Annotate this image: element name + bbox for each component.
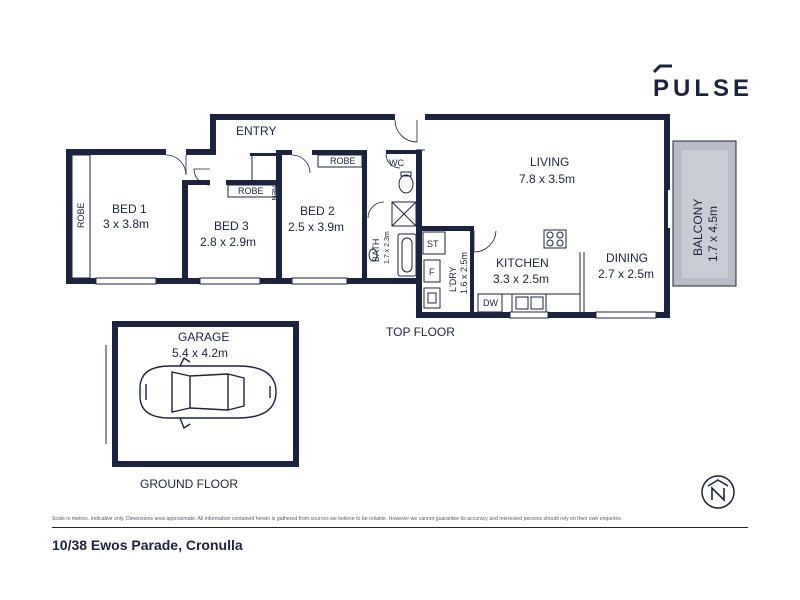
room-balcony-dims: 1.7 x 4.5m xyxy=(706,206,720,262)
fridge-label: F xyxy=(429,267,435,277)
room-bath-name: BATH xyxy=(371,239,381,262)
room-bed1-name: BED 1 xyxy=(112,202,147,216)
room-balcony-name: BALCONY xyxy=(691,199,705,256)
shower-icon xyxy=(391,201,417,227)
fixtures: ROBE ROBE ROBE LINEN WC ST F DW xyxy=(71,154,585,313)
logo-mark-icon xyxy=(652,64,672,74)
property-address: 10/38 Ewos Parade, Cronulla xyxy=(52,537,243,553)
room-living-name: LIVING xyxy=(530,155,569,169)
robe-bed2 xyxy=(317,154,363,168)
disclaimer-text: Scale in metres. Indicative only. Dimens… xyxy=(52,516,623,522)
garage: GARAGE 5.4 x 4.2m GROUND FLOOR xyxy=(105,321,299,491)
robe-label: ROBE xyxy=(330,156,356,166)
room-garage-dims: 5.4 x 4.2m xyxy=(172,346,228,360)
divider xyxy=(52,527,748,528)
room-laundry-dims: 1.6 x 2.5m xyxy=(459,252,469,294)
room-garage-name: GARAGE xyxy=(178,330,229,344)
pulse-logo: PULSE xyxy=(652,64,753,102)
room-living-dims: 7.8 x 3.5m xyxy=(519,172,575,186)
toilet-icon xyxy=(398,174,414,194)
top-floor-label: TOP FLOOR xyxy=(386,325,455,339)
robe-label: ROBE xyxy=(76,202,86,228)
car-icon xyxy=(139,356,277,430)
doors xyxy=(165,119,497,253)
room-laundry-name: L'DRY xyxy=(448,266,458,292)
windows xyxy=(89,155,657,319)
north-arrow-icon xyxy=(701,475,735,509)
robe-label: ROBE xyxy=(238,186,264,196)
room-labels: ENTRY BED 1 3 x 3.8m BED 3 2.8 x 2.9m BE… xyxy=(103,124,720,339)
robe-bed1 xyxy=(71,154,91,279)
room-bed2-name: BED 2 xyxy=(300,204,335,218)
bathtub-icon xyxy=(397,233,417,277)
balcony xyxy=(668,140,737,287)
cooktop-icon xyxy=(543,229,567,249)
linen-label: LINEN xyxy=(270,180,277,201)
room-bed2-dims: 2.5 x 3.9m xyxy=(288,220,344,234)
room-bath-dims: 1.7 x 2.3m xyxy=(384,231,391,264)
wc-label: WC xyxy=(389,158,404,168)
st-label: ST xyxy=(427,239,439,249)
logo-text: PULSE xyxy=(653,75,753,102)
room-kitchen-dims: 3.3 x 2.5m xyxy=(493,272,549,286)
basin-icon xyxy=(368,248,378,262)
room-dining-dims: 2.7 x 2.5m xyxy=(598,267,654,281)
laundry-tub-icon xyxy=(423,287,441,309)
room-bed3-dims: 2.8 x 2.9m xyxy=(200,235,256,249)
dw-label: DW xyxy=(483,298,498,308)
robe-bed3 xyxy=(227,184,277,198)
room-dining-name: DINING xyxy=(606,251,648,265)
ground-floor-label: GROUND FLOOR xyxy=(140,477,238,491)
room-bed3-name: BED 3 xyxy=(214,219,249,233)
room-kitchen-name: KITCHEN xyxy=(496,256,549,270)
room-bed1-dims: 3 x 3.8m xyxy=(103,217,149,231)
room-entry-name: ENTRY xyxy=(236,124,276,138)
